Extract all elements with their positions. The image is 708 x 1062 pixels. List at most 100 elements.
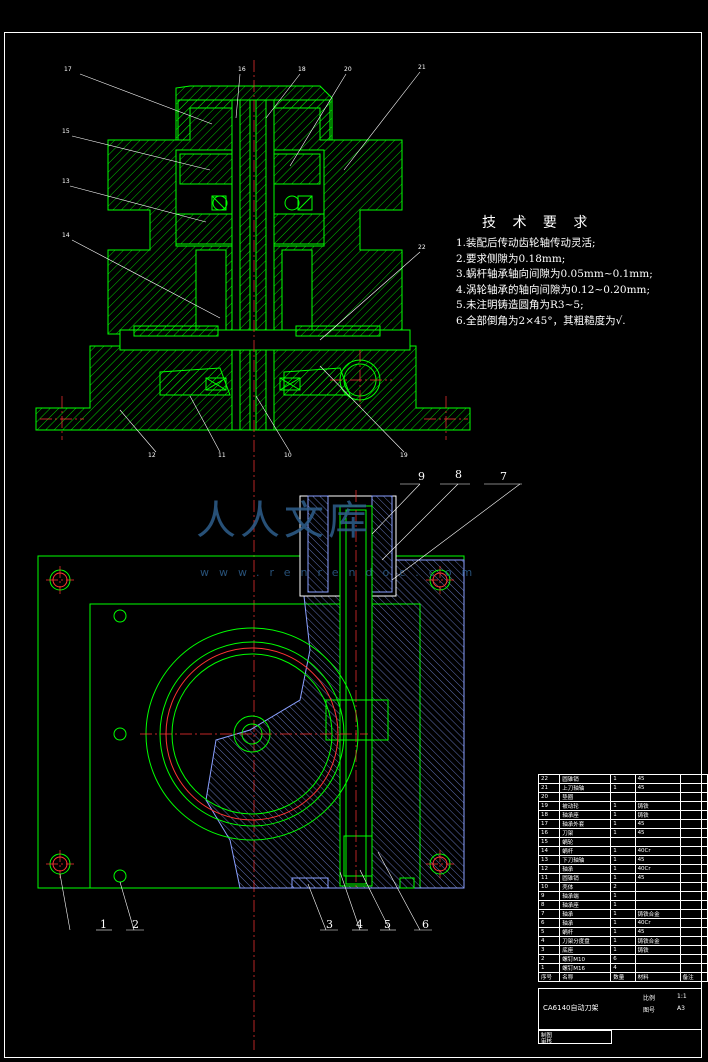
- parts-cell: 1: [610, 873, 636, 883]
- label-22: 22: [418, 244, 426, 251]
- parts-cell: 1: [610, 783, 636, 793]
- parts-cell: [634, 963, 681, 973]
- parts-cell: [679, 927, 708, 937]
- parts-cell: 11: [537, 873, 561, 883]
- parts-cell: [679, 954, 708, 964]
- parts-cell: 铸铁合金: [634, 909, 681, 919]
- parts-cell: 铸铁: [634, 810, 681, 820]
- label-17: 17: [64, 66, 72, 73]
- parts-cell: 轴承座: [559, 810, 612, 820]
- tech-line: 6.全部倒角为2×45°，其粗糙度为√.: [456, 314, 626, 327]
- parts-cell: [679, 909, 708, 919]
- parts-cell: 18: [537, 810, 561, 820]
- label-20: 20: [344, 66, 352, 73]
- label-10: 10: [284, 452, 292, 459]
- parts-cell: 21: [537, 783, 561, 793]
- drawing-title: CA6140自动刀架: [543, 1004, 599, 1012]
- parts-cell: 1: [610, 945, 636, 955]
- parts-cell: [634, 954, 681, 964]
- parts-cell: [679, 945, 708, 955]
- parts-cell: 轴承: [559, 909, 612, 919]
- label-12: 12: [148, 452, 156, 459]
- parts-cell: [634, 837, 681, 847]
- parts-cell: 1: [610, 900, 636, 910]
- parts-cell: 1: [610, 819, 636, 829]
- sheet-label: 图号: [643, 1007, 656, 1014]
- parts-cell: 2: [537, 954, 561, 964]
- parts-cell: 名称: [559, 972, 612, 982]
- parts-cell: 1: [537, 963, 561, 973]
- parts-cell: [634, 792, 681, 802]
- parts-cell: [634, 900, 681, 910]
- parts-cell: 10: [537, 882, 561, 892]
- parts-cell: 9: [537, 891, 561, 901]
- label-9: 9: [418, 470, 425, 483]
- tech-line: 3.蜗杆轴承轴向间隙为0.05mm~0.1mm;: [456, 268, 653, 280]
- label-5: 5: [384, 918, 391, 931]
- parts-cell: 1: [610, 810, 636, 820]
- parts-cell: 1: [610, 801, 636, 811]
- parts-cell: [610, 792, 636, 802]
- parts-cell: 15: [537, 837, 561, 847]
- parts-cell: [679, 900, 708, 910]
- tech-line: 1.装配后传动齿轮轴传动灵活;: [456, 237, 596, 249]
- parts-cell: 下刀轴轴: [559, 855, 612, 865]
- plan-leaders: [59, 483, 522, 931]
- parts-cell: 2: [610, 882, 636, 892]
- parts-cell: 蜗杆: [559, 846, 612, 856]
- parts-cell: 1: [610, 828, 636, 838]
- parts-cell: 轴承外套: [559, 819, 612, 829]
- parts-cell: 轴承: [559, 864, 612, 874]
- parts-cell: [679, 891, 708, 901]
- parts-cell: 轴承座: [559, 900, 612, 910]
- tech-title: 技 术 要 求: [482, 215, 594, 231]
- parts-cell: 上刀轴轴: [559, 783, 612, 793]
- plan-view: [37, 495, 465, 889]
- parts-cell: 40Cr: [634, 864, 681, 874]
- parts-cell: 45: [634, 828, 681, 838]
- plan-center-lines: [46, 490, 454, 890]
- parts-cell: 铸铁: [634, 945, 681, 955]
- parts-cell: 16: [537, 828, 561, 838]
- parts-cell: 1: [610, 918, 636, 928]
- label-2: 2: [132, 918, 139, 931]
- drawing-frame: [4, 32, 702, 1058]
- parts-cell: 40Cr: [634, 846, 681, 856]
- parts-cell: [679, 792, 708, 802]
- parts-cell: 45: [634, 819, 681, 829]
- parts-cell: 蜗轮: [559, 837, 612, 847]
- parts-cell: 8: [537, 900, 561, 910]
- parts-cell: 壳体: [559, 882, 612, 892]
- parts-cell: [610, 837, 636, 847]
- parts-cell: 螺钉M16: [559, 963, 612, 973]
- leader-lines: [69, 71, 421, 453]
- parts-cell: [679, 819, 708, 829]
- section-view: [35, 85, 471, 431]
- parts-cell: 1: [610, 846, 636, 856]
- parts-cell: [679, 918, 708, 928]
- parts-cell: 4: [537, 936, 561, 946]
- parts-cell: 刀架: [559, 828, 612, 838]
- parts-cell: 14: [537, 846, 561, 856]
- parts-cell: 7: [537, 909, 561, 919]
- parts-cell: 45: [634, 927, 681, 937]
- parts-cell: 轴承: [559, 918, 612, 928]
- parts-cell: 45: [634, 783, 681, 793]
- tech-line: 4.涡轮轴承的轴向间隙为0.12~0.20mm;: [456, 283, 651, 296]
- parts-cell: 铸铁: [634, 801, 681, 811]
